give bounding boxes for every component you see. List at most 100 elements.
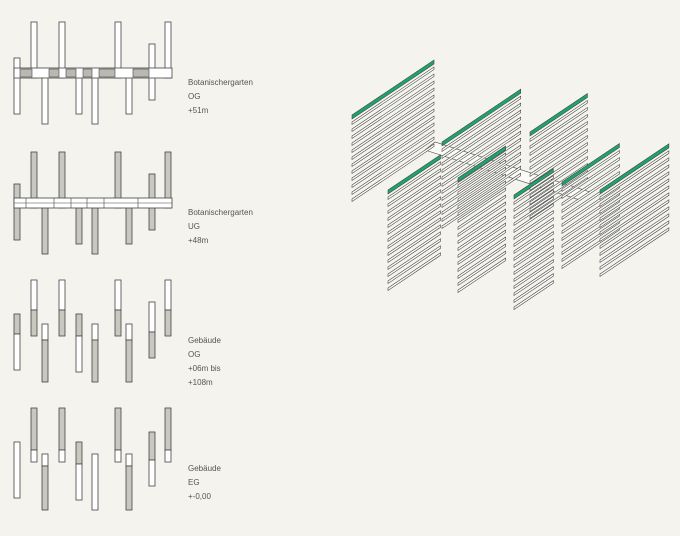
floor-slab xyxy=(513,189,554,220)
level-elevation: +06m bis +108m xyxy=(188,364,221,387)
floor-slab xyxy=(387,168,441,208)
level-elevation: +48m xyxy=(188,236,209,245)
floor-slab xyxy=(513,245,554,276)
plan-gebaeude-eg: Gebäude EG +-0,00 xyxy=(0,406,221,516)
floor-slab xyxy=(457,215,506,252)
level-name: Gebäude EG xyxy=(188,464,221,487)
floor-slab xyxy=(351,66,435,126)
floor-slab xyxy=(599,213,670,264)
floor-plan-gebaeude-og-drawing xyxy=(13,279,172,383)
floor-slab xyxy=(513,266,554,297)
floor-slab xyxy=(387,245,441,285)
floor-slab xyxy=(457,201,506,238)
floor-slab xyxy=(529,127,588,171)
floor-slab xyxy=(351,108,435,168)
floor-slab xyxy=(513,224,554,255)
floor-slab xyxy=(351,80,435,140)
floor-slab xyxy=(599,227,670,278)
level-name: Botanischergarten OG xyxy=(188,78,253,101)
floor-slab xyxy=(457,222,506,259)
floor-slab xyxy=(457,159,506,196)
green-roof-slab xyxy=(351,59,435,120)
floor-slab xyxy=(513,196,554,227)
floor-slab xyxy=(351,129,435,189)
floor-slab xyxy=(441,123,522,181)
plan-botanischergarten-ug: Botanischergarten UG +48m xyxy=(0,150,253,260)
floor-slab xyxy=(599,171,670,222)
floor-slab xyxy=(529,141,588,185)
floor-slab xyxy=(457,250,506,287)
floor-slab xyxy=(561,170,620,214)
floor-plan-gebaeude-eg-drawing xyxy=(13,407,172,511)
level-name: Gebäude OG xyxy=(188,336,221,359)
floor-slab xyxy=(561,156,620,200)
floor-slab xyxy=(457,187,506,224)
floor-slab xyxy=(387,231,441,271)
floor-slab xyxy=(387,224,441,264)
floor-slab xyxy=(441,102,522,160)
floor-slab xyxy=(599,220,670,271)
floor-slab xyxy=(513,238,554,269)
floor-slab xyxy=(351,122,435,182)
plan-gebaeude-og: Gebäude OG +06m bis +108m xyxy=(0,278,221,388)
floor-slab xyxy=(457,243,506,280)
floor-slab xyxy=(529,113,588,157)
floor-slab xyxy=(441,109,522,167)
floor-slab xyxy=(561,163,620,207)
green-roof-slab xyxy=(599,143,670,195)
floor-slab xyxy=(441,116,522,174)
floor-slab xyxy=(529,134,588,178)
floor-slab xyxy=(457,229,506,266)
level-name: Botanischergarten UG xyxy=(188,208,253,231)
floor-slab xyxy=(599,192,670,243)
green-roof-slab xyxy=(457,145,506,183)
floor-slab xyxy=(457,180,506,217)
level-elevation: +51m xyxy=(188,106,209,115)
floor-slab xyxy=(599,157,670,208)
floor-plan-ug-drawing xyxy=(13,151,173,255)
floor-slab xyxy=(513,252,554,283)
floor-slab xyxy=(599,164,670,215)
floor-slab xyxy=(513,217,554,248)
floor-slab xyxy=(351,94,435,154)
floor-slab xyxy=(351,87,435,147)
floor-slab xyxy=(387,161,441,201)
floor-slab xyxy=(513,259,554,290)
floor-slab xyxy=(529,106,588,150)
floor-slab xyxy=(387,189,441,229)
green-roof-slab xyxy=(561,142,620,187)
green-roof-slab xyxy=(529,92,588,137)
floor-slab xyxy=(457,166,506,203)
floor-slab xyxy=(441,130,522,188)
floor-slab xyxy=(457,152,506,189)
green-roof-slab xyxy=(441,88,522,147)
floor-slab xyxy=(513,280,554,310)
floor-slab xyxy=(529,99,588,143)
floor-slab xyxy=(387,182,441,222)
floor-slab xyxy=(351,143,435,203)
level-elevation: +-0,00 xyxy=(188,492,211,501)
floor-slab xyxy=(387,217,441,257)
floor-slab xyxy=(457,194,506,231)
floor-slab xyxy=(351,136,435,196)
floor-slab xyxy=(457,208,506,245)
floor-slab xyxy=(513,273,554,304)
floor-slab xyxy=(599,150,670,201)
floor-slab xyxy=(457,236,506,273)
floor-slab xyxy=(599,185,670,236)
floor-slab xyxy=(351,115,435,175)
floor-slab xyxy=(561,149,620,193)
floor-slab xyxy=(387,196,441,236)
floor-slab xyxy=(441,95,522,153)
floor-slab xyxy=(351,101,435,161)
floor-slab xyxy=(513,182,554,213)
floor-slab xyxy=(599,199,670,250)
floor-slab xyxy=(513,210,554,241)
floor-slab xyxy=(599,178,670,229)
floor-slab xyxy=(513,175,554,206)
floor-slab xyxy=(457,173,506,210)
floor-slab xyxy=(529,155,588,199)
floor-slab xyxy=(387,210,441,250)
green-roof-slab xyxy=(387,154,441,195)
floor-slab xyxy=(387,203,441,243)
